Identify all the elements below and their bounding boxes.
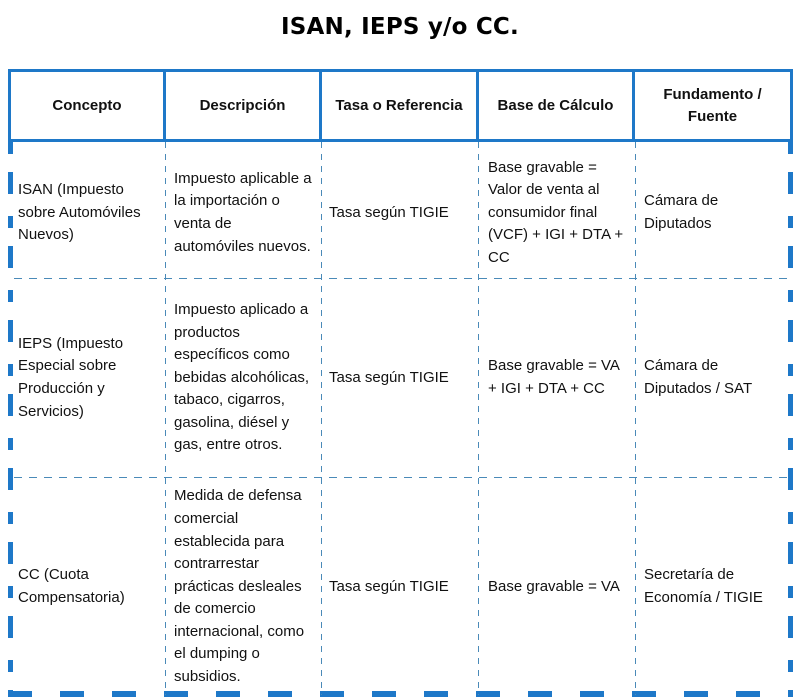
cell-concepto: IEPS (Impuesto Especial sobre Producción… — [18, 334, 124, 420]
cell-descripcion: Medida de defensa comercial establecida … — [174, 487, 305, 686]
header-concepto: Concepto — [11, 72, 166, 139]
column-divider — [635, 142, 636, 695]
table-row: CC (Cuota Compensatoria) Medida de defen… — [8, 480, 793, 694]
table-header: Concepto Descripción Tasa o Referencia B… — [8, 69, 793, 142]
cell-base: Base gravable = VA — [488, 577, 620, 595]
cell-fuente: Cámara de Diputados — [644, 192, 719, 232]
header-base: Base de Cálculo — [479, 72, 635, 139]
table-border-bottom — [8, 691, 793, 697]
column-divider — [478, 142, 479, 695]
column-divider — [321, 142, 322, 695]
cell-tasa: Tasa según TIGIE — [329, 577, 449, 595]
header-fuente: Fundamento / Fuente — [663, 85, 762, 125]
header-descripcion: Descripción — [166, 72, 322, 139]
column-divider — [165, 142, 166, 695]
cell-concepto: ISAN (Impuesto sobre Automóviles Nuevos) — [18, 181, 141, 244]
cell-base: Base gravable = Valor de venta al consum… — [488, 158, 624, 266]
table-body: ISAN (Impuesto sobre Automóviles Nuevos)… — [8, 142, 793, 697]
cell-tasa: Tasa según TIGIE — [329, 368, 449, 386]
cell-fuente: Secretaría de Economía / TIGIE — [644, 566, 763, 606]
row-divider — [14, 278, 787, 279]
table-row: ISAN (Impuesto sobre Automóviles Nuevos)… — [8, 150, 793, 276]
cell-tasa: Tasa según TIGIE — [329, 203, 449, 221]
page-title: ISAN, IEPS y/o CC. — [281, 14, 519, 40]
cell-descripcion: Impuesto aplicado a productos específico… — [174, 300, 310, 454]
table-row: IEPS (Impuesto Especial sobre Producción… — [8, 280, 793, 476]
row-divider — [14, 477, 787, 478]
table-border-left — [8, 142, 13, 695]
cell-descripcion: Impuesto aplicable a la importación o ve… — [174, 169, 312, 255]
cell-concepto: CC (Cuota Compensatoria) — [18, 566, 125, 606]
header-tasa: Tasa o Referencia — [322, 72, 479, 139]
cell-fuente: Cámara de Diputados / SAT — [644, 357, 753, 397]
cell-base: Base gravable = VA + IGI + DTA + CC — [488, 357, 620, 397]
table-border-right — [788, 142, 793, 695]
